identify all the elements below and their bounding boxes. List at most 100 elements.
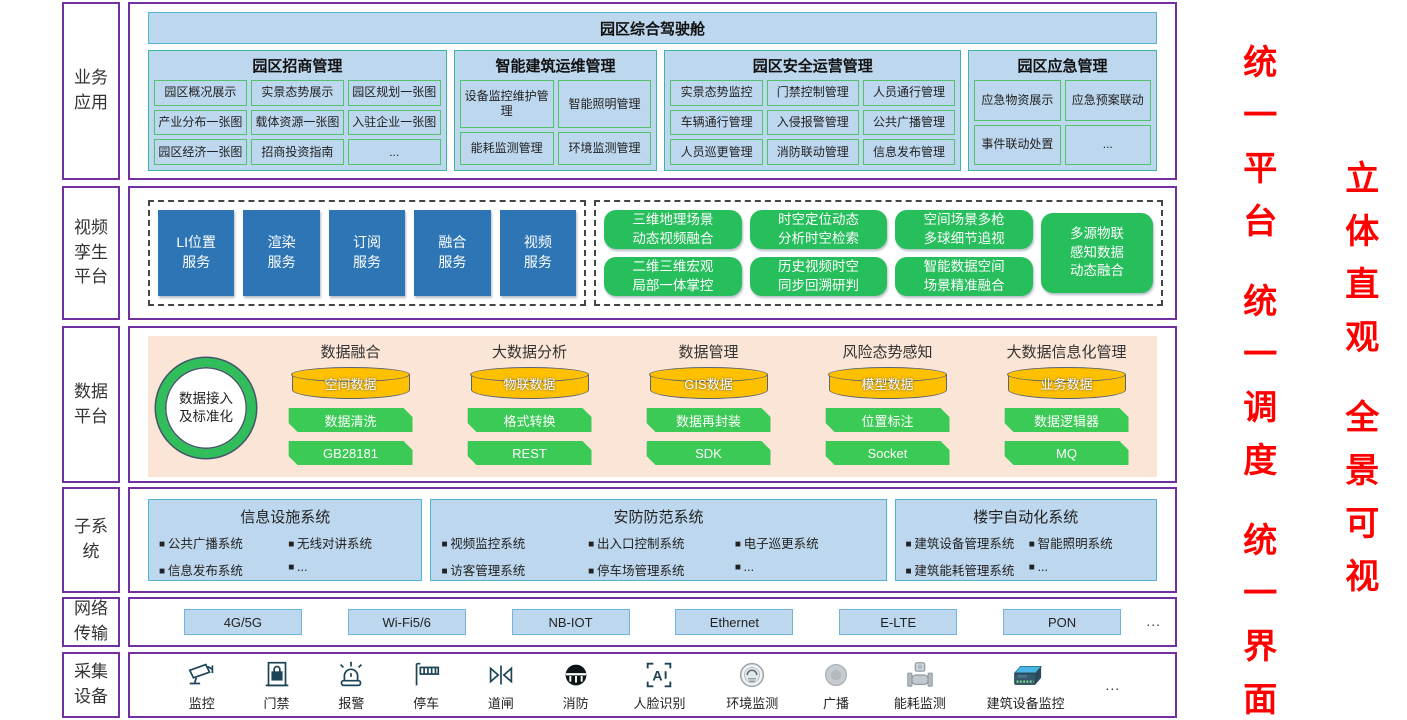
- data-platform-row: 数据接入 及标准化 数据融合 空间数据 数据清洗 GB28181 大数据分析 物…: [128, 326, 1177, 483]
- service-box: 融合 服务: [414, 210, 491, 296]
- data-column-bigdata-analysis: 大数据分析 物联数据 格式转换 REST: [449, 341, 610, 469]
- subsystem-item: 停车场管理系统: [588, 560, 729, 579]
- column-header: 风险态势感知: [842, 344, 933, 361]
- column-header: 大数据分析: [491, 344, 567, 361]
- section-title: 园区应急管理: [1017, 58, 1108, 75]
- device-energy-meter: 能耗监测: [894, 658, 946, 712]
- feature-chip: 能耗监测管理: [459, 132, 554, 165]
- service-box: LI位置 服务: [158, 210, 235, 296]
- fire-sprinkler-icon: [559, 658, 593, 692]
- database-cylinder: GIS数据: [649, 367, 768, 399]
- device-fire: 消防: [559, 658, 593, 712]
- database-cylinder: 物联数据: [470, 367, 589, 399]
- data-column-risk-awareness: 风险态势感知 模型数据 位置标注 Socket: [807, 341, 968, 469]
- process-banner: 格式转换: [468, 408, 592, 432]
- device-barrier-gate: 道闸: [484, 658, 518, 712]
- subsystems-row: 信息设施系统 公共广播系统无线对讲系统信息发布系统... 安防防范系统 视频监控…: [128, 487, 1177, 593]
- alarm-icon: [334, 658, 368, 692]
- capability-box: 空间场景多枪 多球细节追视: [895, 210, 1033, 249]
- feature-chip: 人员通行管理: [862, 80, 956, 106]
- subsystem-item: 建筑能耗管理系统: [906, 560, 1023, 579]
- feature-chip: 入驻企业一张图: [347, 109, 441, 136]
- feature-chip: 园区规划一张图: [347, 80, 441, 106]
- subsystem-item: 公共广播系统: [159, 533, 282, 552]
- service-box: 视频 服务: [499, 210, 577, 296]
- device-face-recognition: A 人脸识别: [633, 658, 685, 712]
- subsystem-item: 视频监控系统: [441, 533, 582, 552]
- section-title: 智能建筑运维管理: [495, 58, 616, 75]
- slogan-unified: 统一平台统一调度统一界面: [1233, 44, 1279, 720]
- device-parking: 停车: [409, 658, 443, 712]
- network-more-ellipsis: ...: [1146, 613, 1161, 629]
- subsystem-item: 无线对讲系统: [288, 533, 411, 552]
- devices-more-ellipsis: ...: [1105, 677, 1121, 693]
- capability-box: 三维地理场景 动态视频融合: [604, 210, 742, 249]
- feature-chip: 智能照明管理: [557, 80, 652, 128]
- row-label-business-apps: 业务 应用: [62, 2, 120, 180]
- subsystem-item: 信息发布系统: [159, 560, 282, 579]
- feature-chip: 入侵报警管理: [766, 109, 859, 136]
- device-label: 广播: [823, 696, 850, 711]
- process-banner: MQ: [1005, 441, 1129, 465]
- cctv-icon: [185, 658, 219, 692]
- subsystem-item: 智能照明系统: [1029, 533, 1146, 552]
- row-label-video-twin-platform: 视频 孪生 平台: [62, 186, 120, 320]
- device-label: 建筑设备监控: [986, 696, 1065, 711]
- device-label: 人脸识别: [633, 696, 686, 711]
- service-box: 订阅 服务: [328, 210, 406, 296]
- row-label-subsystems: 子系 统: [62, 487, 120, 593]
- service-box: 渲染 服务: [243, 210, 320, 296]
- device-speaker: 广播: [819, 658, 853, 712]
- section-investment-management: 园区招商管理 园区概况展示实景态势展示园区规划一张图产业分布一张图载体资源一张图…: [148, 50, 447, 171]
- capability-box-multisource: 多源物联 感知数据 动态融合: [1041, 213, 1153, 293]
- energy-meter-icon: [903, 658, 937, 692]
- group-info-facilities: 信息设施系统 公共广播系统无线对讲系统信息发布系统...: [148, 499, 423, 581]
- subsystem-item: 访客管理系统: [441, 560, 582, 579]
- environment-sensor-icon: [735, 658, 769, 692]
- capability-box: 智能数据空间 场景精准融合: [895, 257, 1033, 296]
- slogan-phrase: 立体直观: [1339, 160, 1378, 372]
- devices-row: 监控 门禁 报警: [128, 652, 1177, 718]
- device-environment-sensor: 环境监测: [726, 658, 778, 712]
- feature-chip: 环境监测管理: [557, 132, 652, 165]
- parking-icon: [409, 658, 443, 692]
- section-emergency-management: 园区应急管理 应急物资展示应急预案联动事件联动处置...: [968, 50, 1157, 171]
- park-cockpit-banner: 园区综合驾驶舱: [148, 12, 1157, 44]
- row-label-data-platform: 数据 平台: [62, 326, 120, 483]
- section-items: 园区概况展示实景态势展示园区规划一张图产业分布一张图载体资源一张图入驻企业一张图…: [154, 80, 441, 165]
- feature-chip: 产业分布一张图: [154, 109, 247, 136]
- subsystem-groups: 信息设施系统 公共广播系统无线对讲系统信息发布系统... 安防防范系统 视频监控…: [148, 499, 1157, 581]
- speaker-icon: [819, 658, 853, 692]
- device-label: 能耗监测: [893, 696, 946, 711]
- device-list: 监控 门禁 报警: [130, 654, 1175, 716]
- section-title: 园区招商管理: [252, 58, 343, 75]
- device-label: 停车: [413, 696, 440, 711]
- group-building-automation: 楼宇自动化系统 建筑设备管理系统智能照明系统建筑能耗管理系统...: [894, 499, 1157, 581]
- subsystem-item: 出入口控制系统: [588, 533, 729, 552]
- subsystem-item: ...: [1029, 560, 1146, 579]
- capability-grid: 三维地理场景 动态视频融合时空定位动态 分析时空检索空间场景多枪 多球细节追视二…: [604, 210, 1033, 296]
- feature-chip: 公共广播管理: [862, 109, 956, 136]
- feature-chip: 车辆通行管理: [670, 109, 763, 136]
- network-box: Wi-Fi5/6: [347, 609, 466, 635]
- database-cylinder: 空间数据: [291, 367, 410, 399]
- feature-chip: 载体资源一张图: [250, 109, 344, 136]
- subsystem-item: 建筑设备管理系统: [906, 533, 1023, 552]
- slogan-phrase: 统一调度: [1237, 283, 1276, 495]
- data-access-circle: 数据接入 及标准化: [156, 358, 256, 458]
- group-security-systems: 安防防范系统 视频监控系统出入口控制系统电子巡更系统访客管理系统停车场管理系统.…: [430, 499, 887, 581]
- group-title: 楼宇自动化系统: [973, 509, 1079, 526]
- group-items: 视频监控系统出入口控制系统电子巡更系统访客管理系统停车场管理系统...: [441, 533, 875, 579]
- device-alarm: 报警: [334, 658, 368, 712]
- row-label-network-transmission: 网络 传输: [62, 597, 120, 647]
- device-label: 监控: [188, 696, 215, 711]
- subsystem-item: 电子巡更系统: [735, 533, 876, 552]
- data-column-fusion: 数据融合 空间数据 数据清洗 GB28181: [270, 341, 431, 469]
- data-platform-columns: 数据融合 空间数据 数据清洗 GB28181 大数据分析 物联数据 格式转换 R…: [270, 341, 1147, 469]
- svg-text:A: A: [653, 669, 663, 685]
- feature-chip: 园区概况展示: [154, 80, 247, 106]
- twin-capabilities-group: 三维地理场景 动态视频融合时空定位动态 分析时空检索空间场景多枪 多球细节追视二…: [594, 200, 1163, 306]
- device-label: 门禁: [263, 696, 290, 711]
